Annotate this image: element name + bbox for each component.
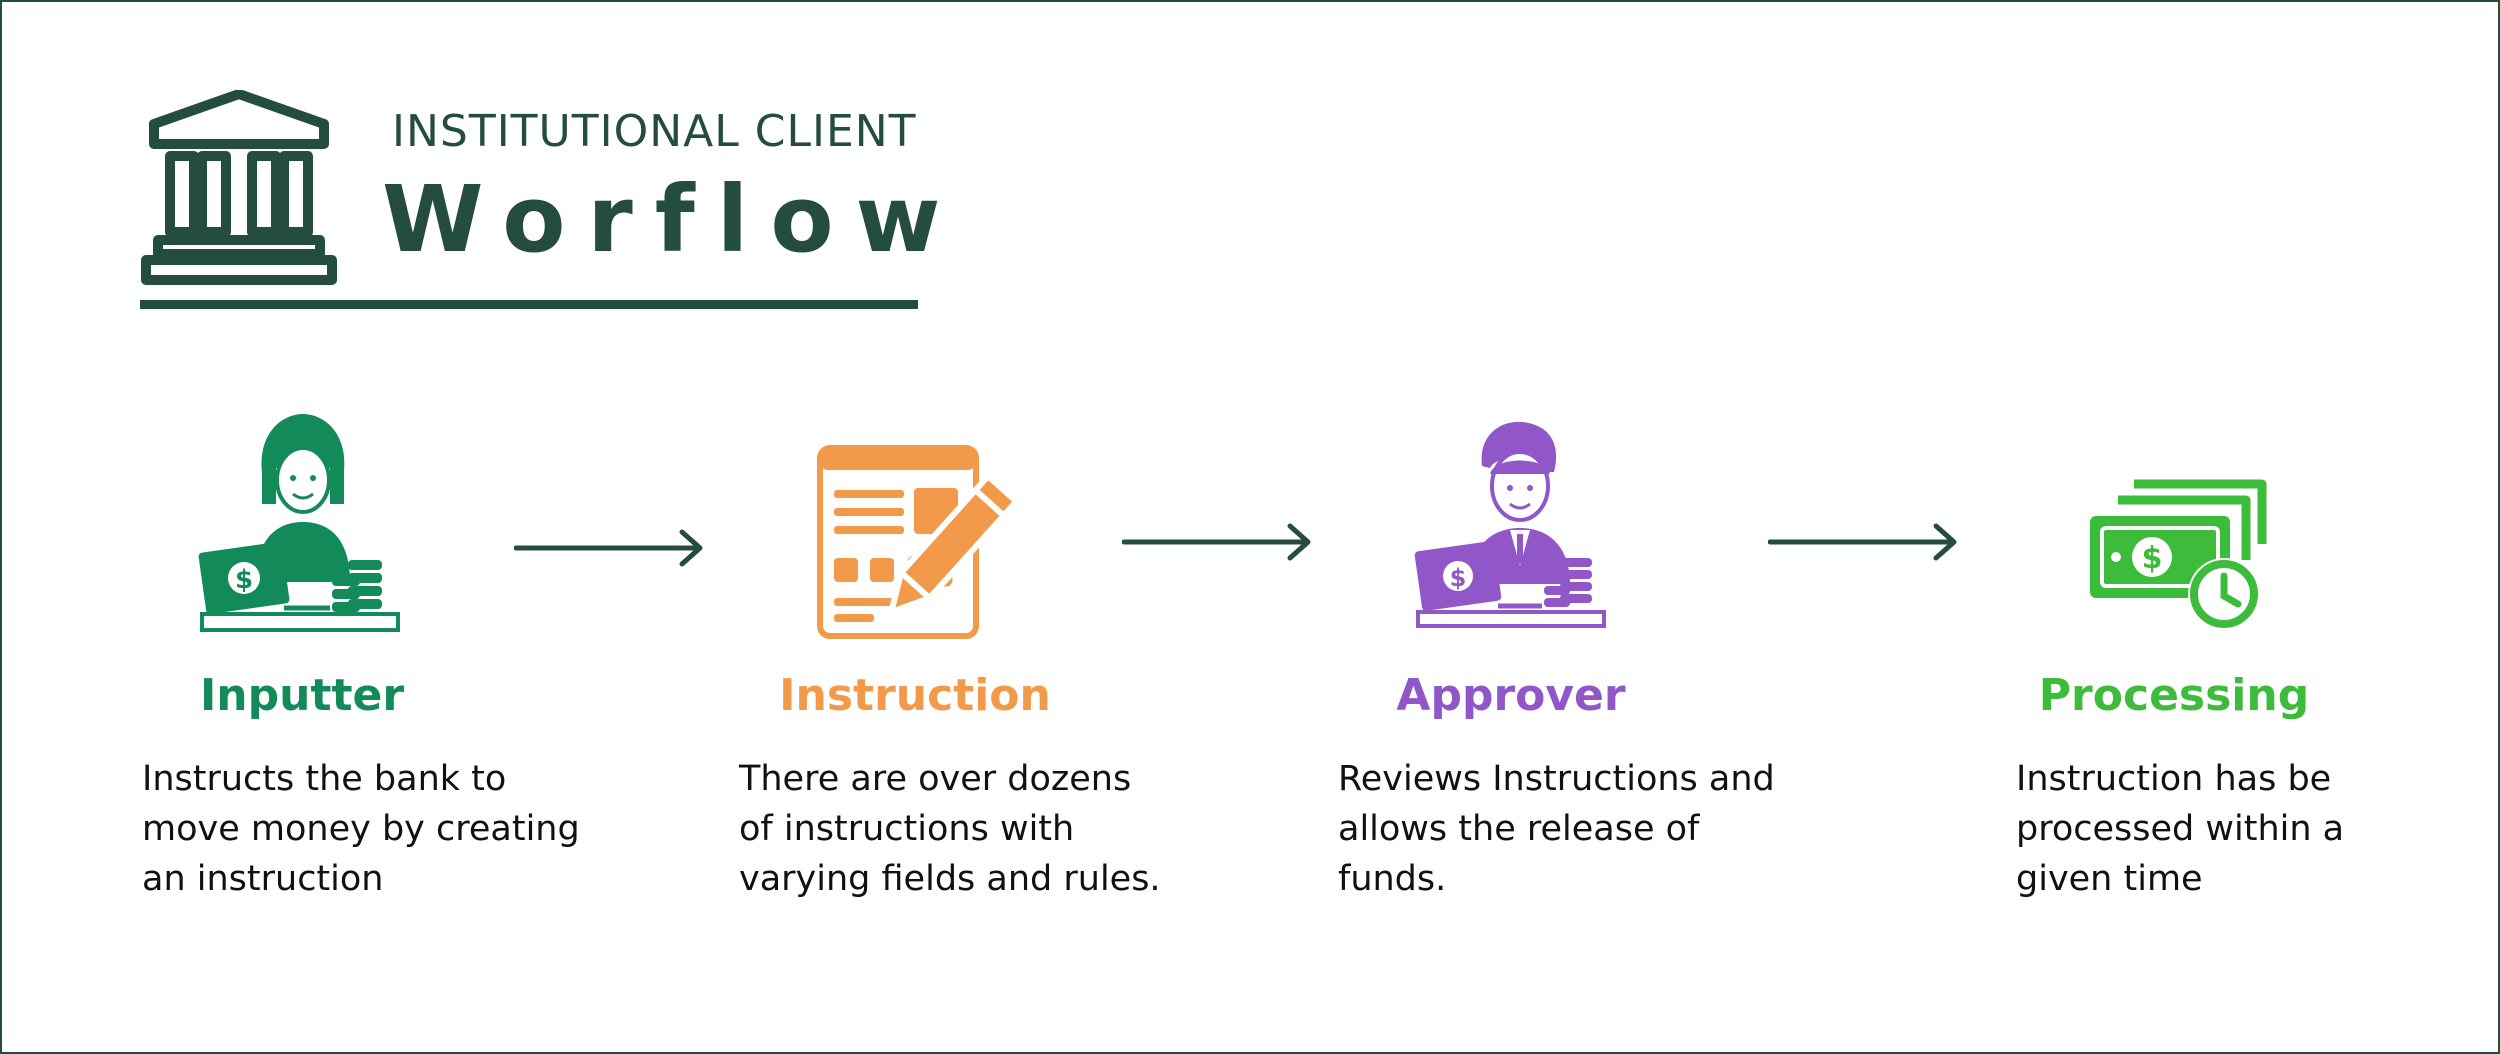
man-at-laptop-icon: $ [1414, 421, 1606, 628]
description-line: move money by creating [142, 809, 580, 849]
document-edit-icon [817, 445, 1014, 639]
header-subtitle: INSTITUTIONAL CLIENT [392, 106, 917, 157]
description-line: processed within a [2016, 809, 2345, 849]
bank-building-icon [141, 90, 337, 285]
description-line: funds. [1338, 859, 1447, 899]
step-title-approver: Approver [1396, 670, 1626, 721]
header-underline [140, 300, 918, 309]
svg-text:$: $ [1450, 564, 1467, 592]
description-line: allows the release of [1338, 809, 1700, 849]
money-clock-icon: $ [2090, 479, 2267, 630]
step-title-inputter: Inputter [199, 670, 405, 721]
woman-at-laptop-icon: $ [198, 414, 400, 632]
description-line: an instruction [142, 859, 384, 899]
step-title-instruction: Instruction [779, 670, 1051, 721]
description-line: of instructions with [739, 809, 1075, 849]
step-description-processing: Instruction has be processed within a gi… [2016, 754, 2344, 904]
step-title-processing: Processing [2038, 670, 2310, 721]
arrow-right-icon [1122, 523, 1311, 561]
svg-text:$: $ [2142, 541, 2163, 576]
description-line: There are over dozens [739, 759, 1132, 799]
step-description-instruction: There are over dozens of instructions wi… [739, 754, 1161, 904]
description-line: varying fields and rules. [739, 859, 1161, 899]
arrow-right-icon [514, 529, 703, 567]
page-title: Worflow [382, 166, 963, 273]
description-line: Instructs the bank to [142, 759, 507, 799]
svg-text:$: $ [235, 565, 253, 595]
description-line: Reviews Instructions and [1338, 759, 1775, 799]
description-line: given time [2016, 859, 2203, 899]
description-line: Instruction has be [2016, 759, 2332, 799]
step-description-approver: Reviews Instructions and allows the rele… [1338, 754, 1775, 904]
arrow-right-icon [1768, 523, 1957, 561]
step-description-inputter: Instructs the bank to move money by crea… [142, 754, 580, 904]
